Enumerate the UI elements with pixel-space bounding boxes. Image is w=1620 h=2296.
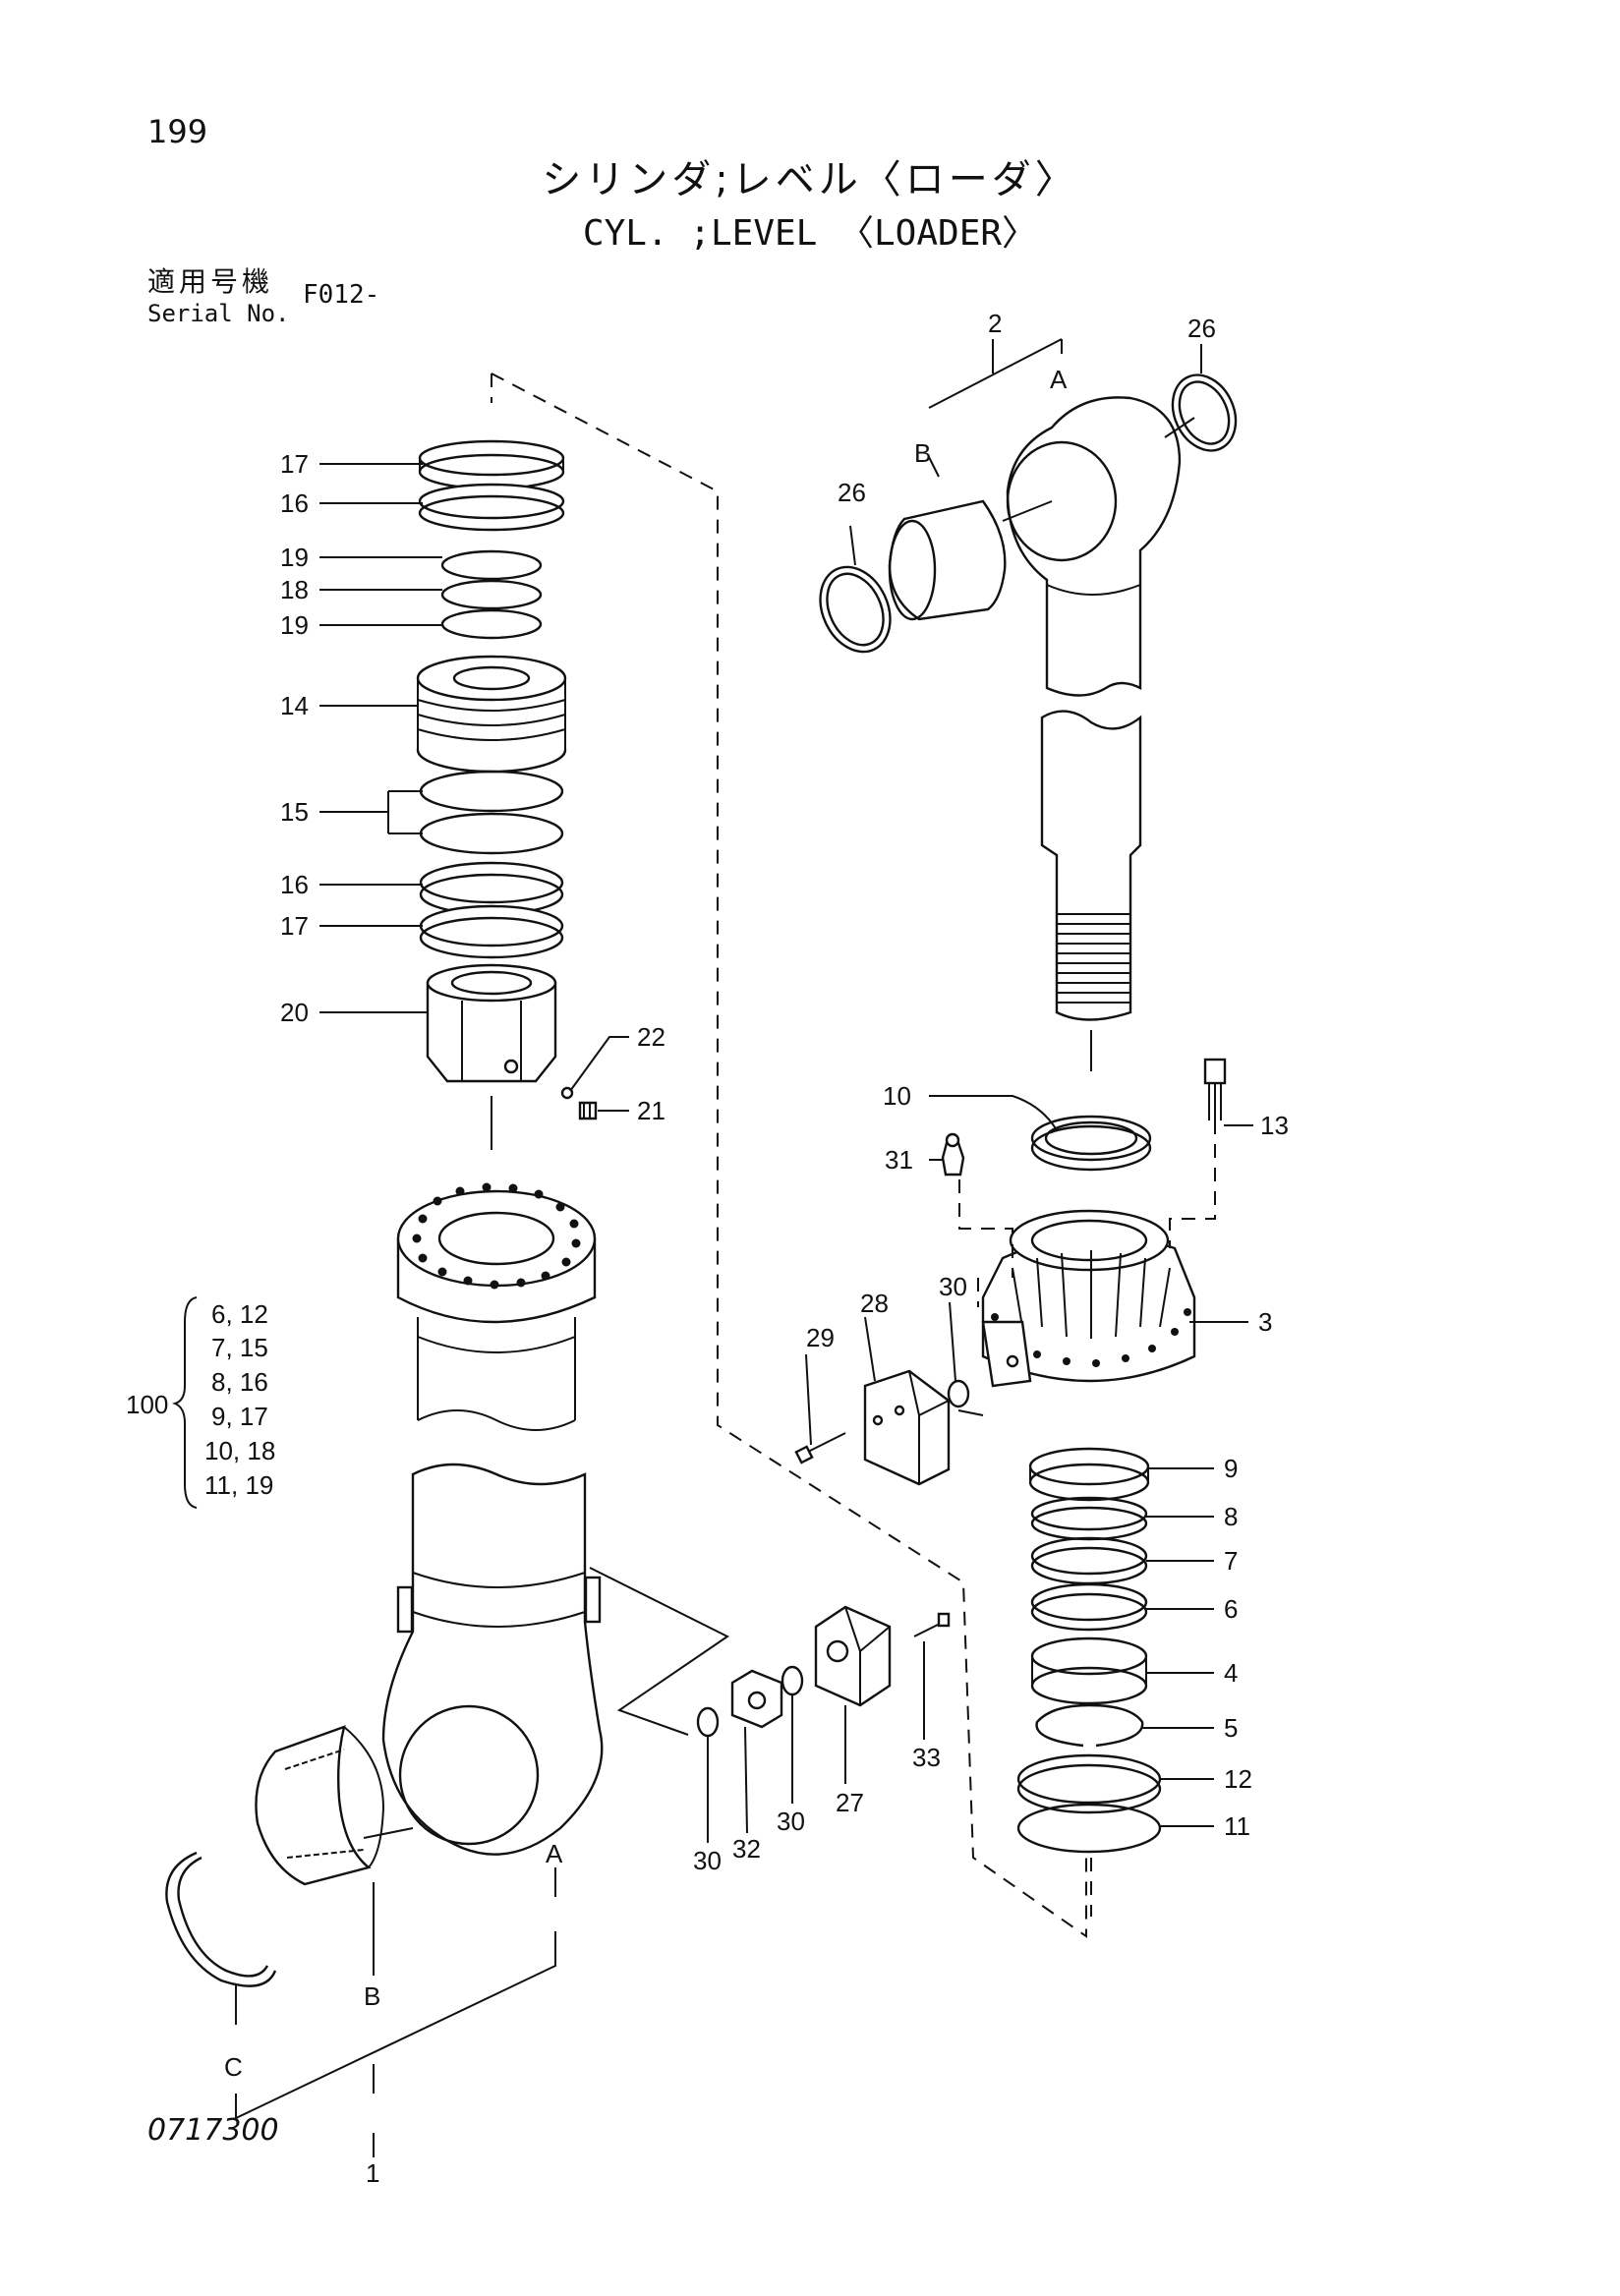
callout-13: 13 — [1260, 1111, 1289, 1140]
callout-32: 32 — [732, 1834, 761, 1864]
kit-pair: 6, 12 — [211, 1299, 268, 1329]
kit-number: 100 — [126, 1390, 168, 1419]
callout-leaders — [235, 338, 1253, 2157]
piston-rod-2 — [1006, 396, 1182, 1021]
letter-B-tube: B — [364, 1981, 380, 2011]
serial-label-japanese: 適用号機 — [147, 265, 274, 298]
wear-ring-17-top — [418, 439, 565, 490]
bolt-13 — [1203, 1058, 1227, 1120]
letter-A-rod: A — [1050, 365, 1068, 394]
flange-block-28 — [863, 1369, 951, 1486]
callout-11: 11 — [1224, 1811, 1250, 1841]
flange-block-27 — [814, 1605, 892, 1707]
callout-12: 12 — [1224, 1764, 1252, 1794]
callout-30-low: 30 — [693, 1846, 722, 1875]
bolt-29 — [794, 1432, 846, 1464]
callout-21: 21 — [637, 1096, 665, 1125]
oring-30-top — [947, 1379, 970, 1408]
kit-pair: 9, 17 — [211, 1402, 268, 1431]
snap-ring-5 — [1035, 1703, 1144, 1748]
wear-ring-17-bottom — [419, 904, 564, 959]
bolt-33 — [913, 1612, 951, 1637]
bushing-4 — [1030, 1636, 1148, 1705]
callout-15: 15 — [280, 797, 309, 827]
callout-6: 6 — [1224, 1594, 1238, 1624]
callout-labels: 17 16 19 18 19 14 15 16 17 20 22 21 2 A … — [224, 309, 1289, 2188]
callout-4: 4 — [1224, 1658, 1238, 1688]
callout-16-bottom: 16 — [280, 870, 309, 899]
callout-3: 3 — [1258, 1307, 1272, 1337]
callout-30-top: 30 — [939, 1272, 967, 1301]
cylinder-tube-1 — [381, 1463, 604, 1856]
seal-26-left — [819, 565, 892, 654]
callout-27: 27 — [836, 1788, 864, 1817]
seal-6 — [1030, 1582, 1148, 1632]
letter-C-tube: C — [224, 2052, 243, 2082]
page-title-english: CYL. ;LEVEL 〈LOADER〉 — [582, 213, 1038, 254]
letter-B-rod: B — [914, 438, 931, 468]
kit-pair: 11, 19 — [204, 1470, 273, 1500]
callout-31: 31 — [885, 1145, 913, 1175]
rod-bushing-B — [888, 499, 1007, 621]
callout-17-bottom: 17 — [280, 911, 309, 941]
serial-label-english: Serial No. — [147, 300, 290, 327]
kit-pair: 8, 16 — [211, 1367, 268, 1397]
serial-number-value: F012- — [303, 280, 380, 310]
kit-100-list: 100 6, 12 7, 15 8, 16 9, 17 10, 18 11, 1… — [126, 1296, 275, 1509]
callout-26-right: 26 — [1187, 314, 1216, 343]
bushing-9 — [1028, 1447, 1150, 1502]
cylinder-head-flange — [396, 1182, 597, 1431]
callout-9: 9 — [1224, 1454, 1238, 1483]
piston-14 — [416, 655, 567, 774]
kit-pair: 10, 18 — [204, 1436, 275, 1465]
callout-14: 14 — [280, 691, 309, 720]
page-number: 199 — [147, 113, 208, 150]
callout-19-bottom: 19 — [280, 610, 309, 640]
callout-22: 22 — [637, 1022, 665, 1052]
callout-10: 10 — [883, 1081, 911, 1111]
callout-26-left: 26 — [838, 478, 866, 507]
callout-7: 7 — [1224, 1546, 1238, 1576]
nut-20 — [426, 963, 557, 1083]
seal-ring-15 — [419, 770, 564, 855]
bushing-B — [255, 1725, 385, 1886]
kit-pair: 7, 15 — [211, 1333, 268, 1362]
oring-30-mid — [781, 1665, 804, 1696]
dust-seal-10 — [1030, 1115, 1152, 1172]
callout-19-top: 19 — [280, 543, 309, 572]
callout-28: 28 — [860, 1289, 889, 1318]
seal-rings-18-19 — [440, 549, 543, 640]
callout-5: 5 — [1224, 1713, 1238, 1743]
letter-A-tube: A — [546, 1839, 563, 1868]
seal-7 — [1030, 1536, 1148, 1585]
callout-20: 20 — [280, 998, 309, 1027]
set-screw-21 — [578, 1101, 598, 1120]
grease-fitting-31 — [941, 1132, 965, 1177]
page-title-japanese: シリンダ;レベル〈ローダ〉 — [542, 157, 1078, 202]
callout-33: 33 — [912, 1743, 941, 1772]
backup-ring-16-top — [418, 483, 565, 532]
snap-ring-C — [165, 1851, 277, 1987]
callout-29: 29 — [806, 1323, 835, 1352]
callout-30-mid: 30 — [777, 1807, 805, 1836]
drawing-number: 0717300 — [147, 2113, 279, 2148]
callout-2: 2 — [988, 309, 1002, 338]
oring-30-low — [696, 1706, 720, 1738]
oring-11 — [1016, 1803, 1162, 1854]
assembly-dashed-lines — [491, 373, 1216, 1938]
flange-32 — [730, 1669, 783, 1729]
callout-17-top: 17 — [280, 449, 309, 479]
callout-18: 18 — [280, 575, 309, 604]
rod-cover-3 — [981, 1209, 1196, 1388]
seal-26-right — [1171, 373, 1238, 452]
callout-1: 1 — [366, 2158, 379, 2188]
callout-16-top: 16 — [280, 488, 309, 518]
seal-8 — [1030, 1496, 1148, 1541]
callout-8: 8 — [1224, 1502, 1238, 1531]
